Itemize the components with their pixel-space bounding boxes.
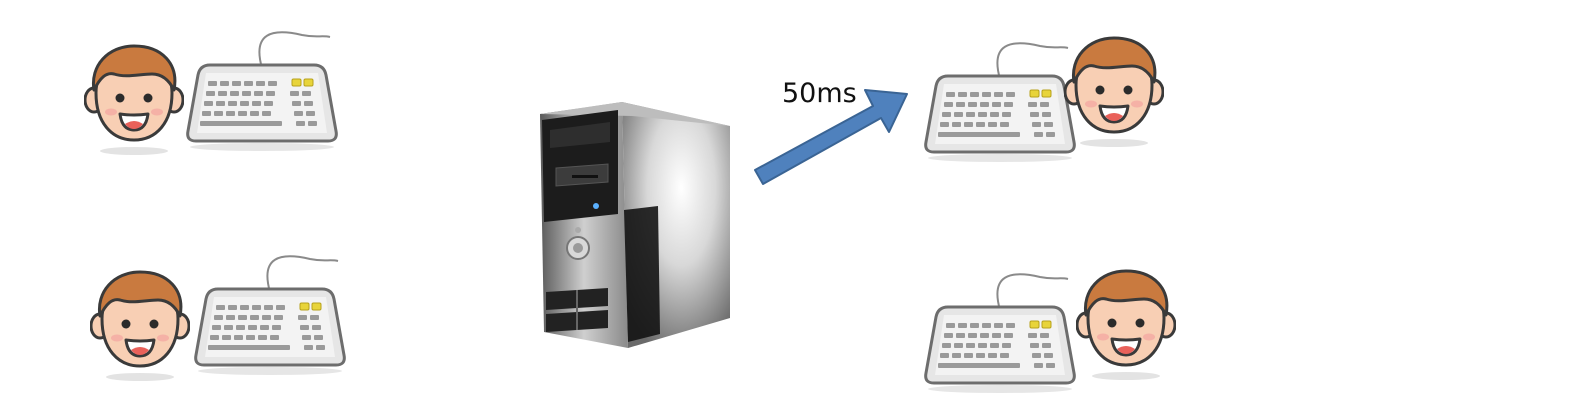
player-face-icon: [84, 38, 184, 158]
keyboard-icon: [920, 265, 1080, 395]
server-tower-icon: [540, 102, 730, 348]
client-bottom-right: [920, 255, 1220, 405]
latency-arrow: [754, 89, 908, 185]
latency-label: 50ms: [782, 78, 857, 109]
keyboard-icon: [920, 34, 1080, 164]
keyboard-icon: [182, 23, 342, 153]
player-face-icon: [1076, 263, 1176, 383]
keyboard-icon: [190, 247, 350, 377]
client-bottom-left: [90, 244, 390, 394]
client-top-left: [84, 18, 384, 168]
player-face-icon: [90, 264, 190, 384]
client-top-right: [920, 24, 1220, 174]
player-face-icon: [1064, 30, 1164, 150]
